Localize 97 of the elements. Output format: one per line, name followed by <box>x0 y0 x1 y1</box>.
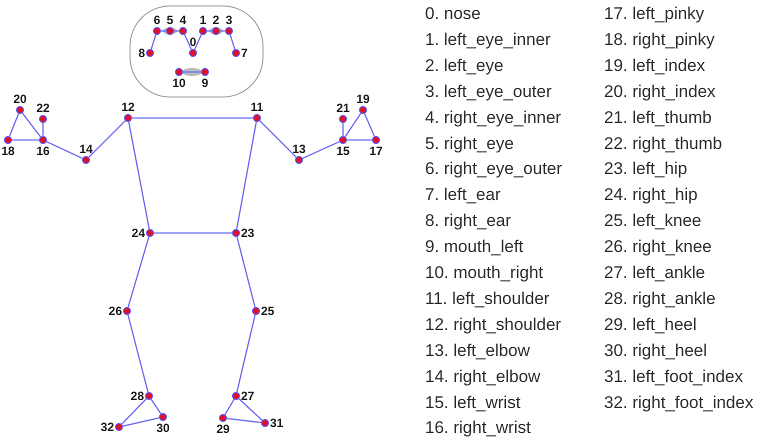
landmark-number: 23 <box>241 227 254 239</box>
skeleton-line <box>127 314 149 392</box>
skeleton-line <box>236 314 256 392</box>
landmark-list-item: 26. right_knee <box>604 237 712 258</box>
skeleton-line <box>347 139 372 141</box>
landmark-list-item: 21. left_thumb <box>604 108 712 128</box>
skeleton-line <box>184 34 192 50</box>
skeleton-line <box>8 113 20 137</box>
skeleton-line <box>230 34 236 50</box>
landmark-number: 22 <box>36 102 50 114</box>
skeleton-line <box>259 120 297 158</box>
landmark-number: 12 <box>121 101 135 113</box>
skeleton-line <box>128 236 150 308</box>
skeleton-line <box>302 141 340 159</box>
landmark-number: 14 <box>79 143 93 155</box>
landmark-list-item: 22. right_thumb <box>604 134 722 154</box>
landmark-number: 7 <box>241 47 248 59</box>
landmark-list-item: 20. right_index <box>604 82 716 102</box>
landmark-list-item: 11. left_shoulder <box>425 288 550 309</box>
landmark-number: 2 <box>212 14 220 26</box>
skeleton-line <box>238 398 263 421</box>
skeleton-line <box>150 398 162 414</box>
skeleton-line <box>183 71 201 73</box>
landmark-list-item: 31. left_foot_index <box>604 366 743 387</box>
skeleton-line <box>12 139 39 141</box>
landmark-number: 26 <box>108 305 122 317</box>
skeleton-line <box>236 236 256 308</box>
landmark-list-item: 27. left_ankle <box>604 263 706 283</box>
skeleton-line <box>236 122 257 230</box>
skeleton-line <box>342 123 344 136</box>
landmark-list-item: 4. right_eye_inner <box>425 108 562 128</box>
landmark-list-item: 30. right_heel <box>604 340 708 361</box>
landmark-number: 1 <box>200 14 206 26</box>
landmark-list-item: 10. mouth_right <box>425 263 544 283</box>
landmark-list-item: 29. left_heel <box>604 314 697 335</box>
landmark-list-item: 25. left_knee <box>604 211 702 232</box>
landmark-number: 28 <box>130 390 144 402</box>
landmark-number: 20 <box>13 93 27 105</box>
landmark-list-item: 2. left_eye <box>425 56 504 76</box>
landmark-number: 5 <box>166 14 174 26</box>
landmark-list-item: 1. left_eye_inner <box>425 30 551 50</box>
landmark-list-item: 7. left_ear <box>425 185 501 206</box>
landmark-list-item: 3. left_eye_outer <box>425 82 552 102</box>
landmark-number: 4 <box>180 14 186 26</box>
skeleton-line <box>154 232 232 234</box>
skeleton-line <box>46 141 83 159</box>
skeleton-line <box>226 418 262 424</box>
landmark-list-item: 5. right_eye <box>425 134 514 154</box>
landmark-list-item: 12. right_shoulder <box>425 314 562 335</box>
skeleton-line <box>132 117 253 119</box>
landmark-number: 11 <box>250 101 264 113</box>
landmark-number: 25 <box>261 305 274 317</box>
landmark-number: 19 <box>356 93 370 105</box>
landmark-number: 0 <box>190 36 196 48</box>
skeleton-line <box>364 113 375 137</box>
landmark-list-item: 18. right_pinky <box>604 30 715 50</box>
skeleton-line <box>150 34 156 50</box>
landmark-list-item: 6. right_eye_outer <box>425 159 562 180</box>
landmark-number: 6 <box>154 14 160 26</box>
skeleton-line <box>128 122 150 230</box>
landmark-number: 9 <box>202 77 208 89</box>
landmark-number: 21 <box>336 102 350 114</box>
skeleton-line <box>224 399 235 415</box>
landmark-list-item: 0. nose <box>425 4 481 24</box>
landmark-list-item: 14. right_elbow <box>425 366 540 387</box>
landmark-number: 17 <box>369 145 383 157</box>
landmark-number: 18 <box>1 145 15 157</box>
skeleton-line <box>344 112 362 138</box>
landmark-number: 24 <box>132 227 145 239</box>
landmark-number: 3 <box>226 14 232 26</box>
landmark-number: 32 <box>100 421 114 433</box>
landmark-list-item: 19. left_index <box>604 56 706 76</box>
landmark-list-item: 13. left_elbow <box>425 340 530 361</box>
landmark-number: 8 <box>138 47 145 59</box>
landmark-number: 27 <box>241 390 254 402</box>
skeleton-line <box>194 34 202 50</box>
landmark-number: 29 <box>216 423 230 435</box>
landmark-list-item: 24. right_hip <box>604 185 698 206</box>
landmark-list-item: 28. right_ankle <box>604 288 716 309</box>
landmark-list-item: 16. right_wrist <box>425 418 531 438</box>
skeleton-line <box>22 112 42 138</box>
skeleton-line <box>42 123 44 136</box>
skeleton-line <box>121 398 147 425</box>
landmark-list-item: 9. mouth_left <box>425 237 524 258</box>
landmark-list-item: 32. right_foot_index <box>604 392 754 412</box>
skeleton-line <box>122 417 160 427</box>
landmark-list-item: 15. left_wrist <box>425 392 520 412</box>
landmark-number: 10 <box>172 77 186 89</box>
skeleton-line <box>88 120 126 158</box>
landmark-list-item: 8. right_ear <box>425 211 511 232</box>
landmark-number: 31 <box>270 417 284 429</box>
landmark-list-item: 17. left_pinky <box>604 4 704 24</box>
landmark-number: 15 <box>336 145 350 157</box>
landmark-number: 30 <box>156 422 170 434</box>
landmark-list-item: 23. left_hip <box>604 159 688 180</box>
landmark-number: 16 <box>36 145 50 157</box>
landmark-number: 13 <box>292 143 306 155</box>
